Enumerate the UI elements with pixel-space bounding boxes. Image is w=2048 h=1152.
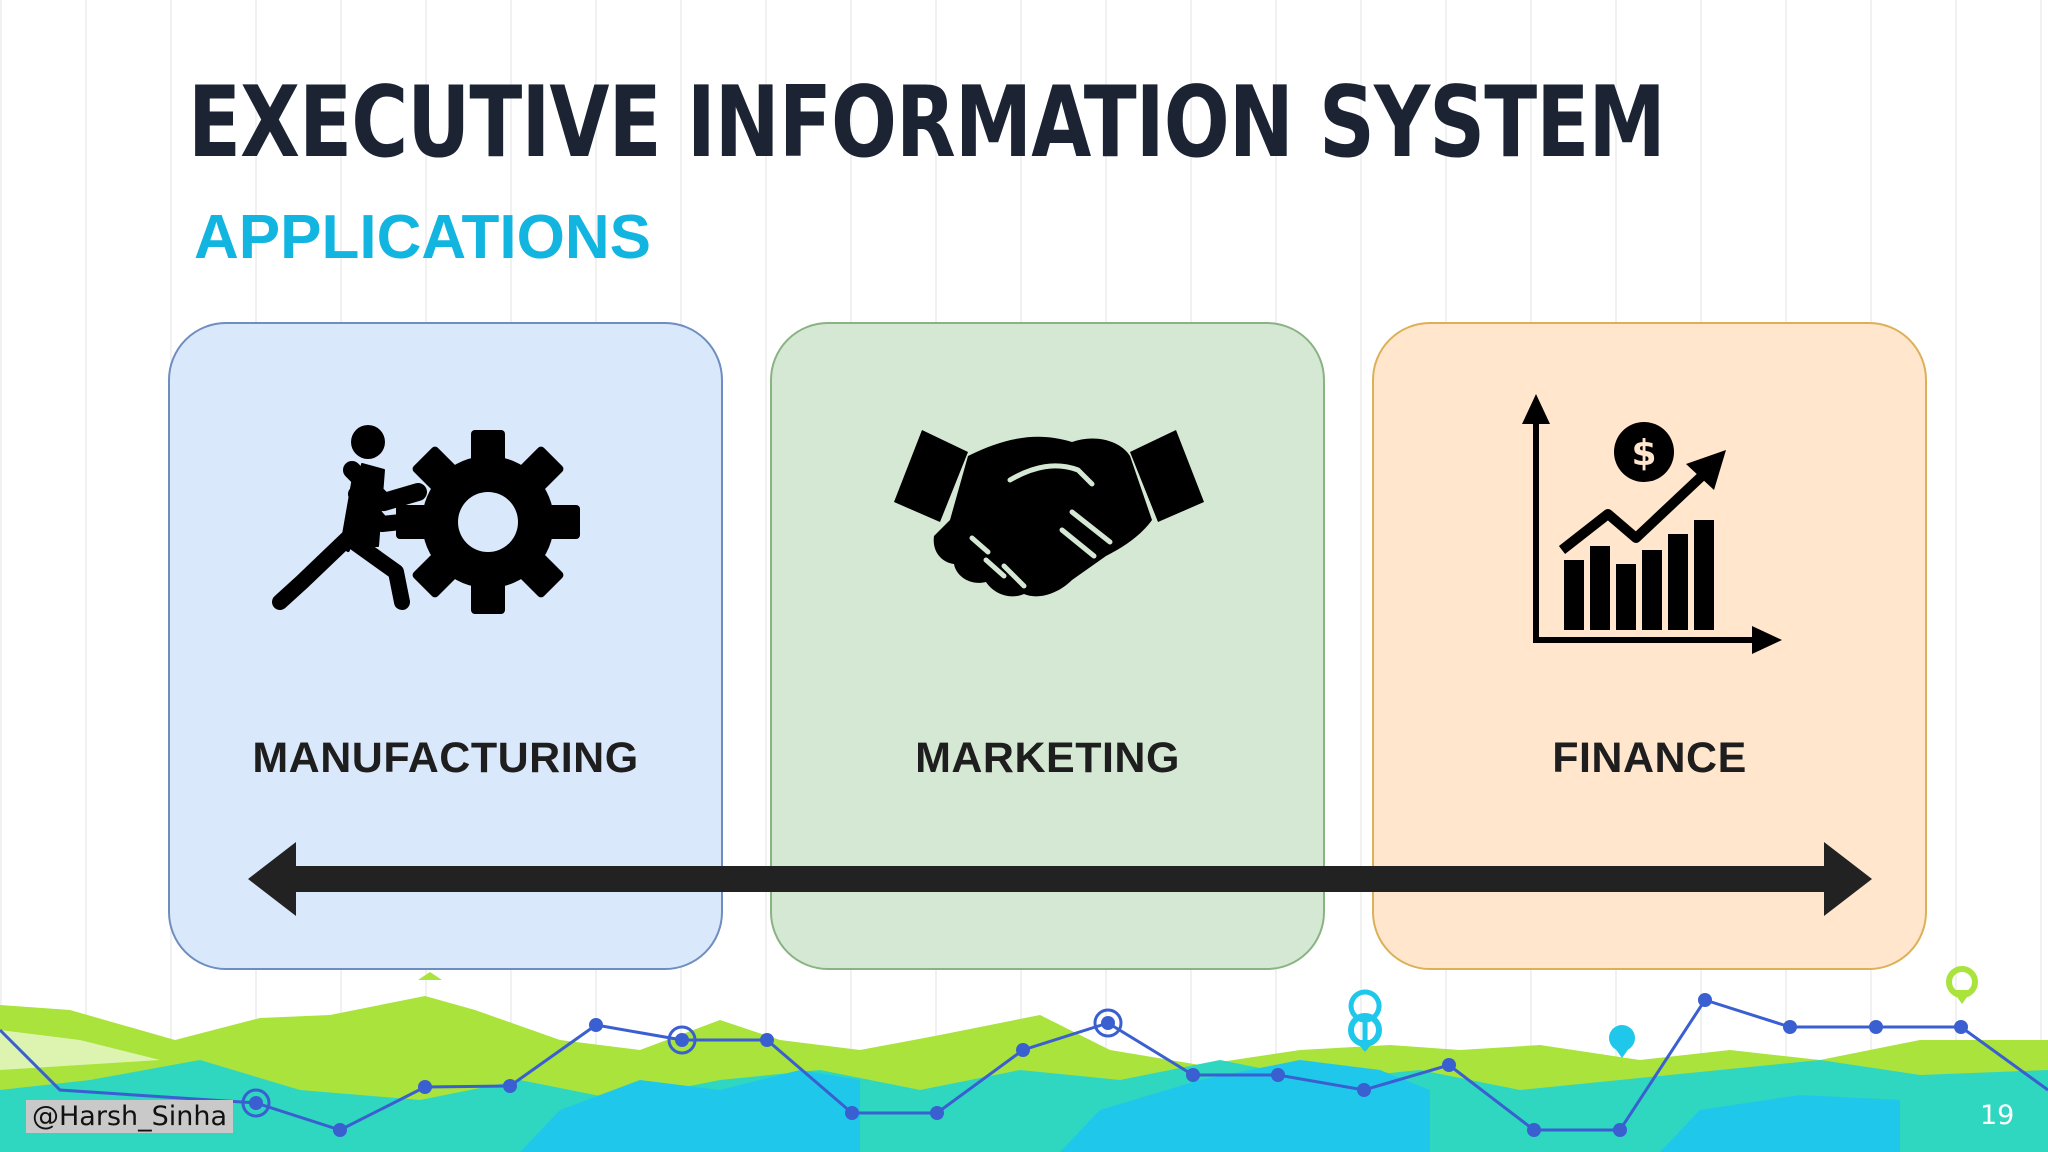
handshake-icon — [894, 430, 1204, 597]
page-number: 19 — [1980, 1100, 2015, 1131]
card-label-finance: FINANCE — [1552, 734, 1747, 782]
growth-chart-dollar-icon: $ — [1522, 394, 1782, 654]
slide-title: EXECUTIVE INFORMATION SYSTEM — [188, 66, 1666, 180]
author-handle: @Harsh_Sinha — [26, 1100, 234, 1133]
card-finance: $ FINANCE — [1372, 322, 1927, 970]
person-pushing-gear-icon — [272, 425, 580, 614]
slide-subtitle: APPLICATIONS — [194, 203, 651, 272]
card-manufacturing: MANUFACTURING — [168, 322, 723, 970]
svg-text:$: $ — [1631, 433, 1656, 474]
card-label-marketing: MARKETING — [915, 734, 1180, 782]
card-marketing: MARKETING — [770, 322, 1325, 970]
card-label-manufacturing: MANUFACTURING — [252, 734, 639, 782]
